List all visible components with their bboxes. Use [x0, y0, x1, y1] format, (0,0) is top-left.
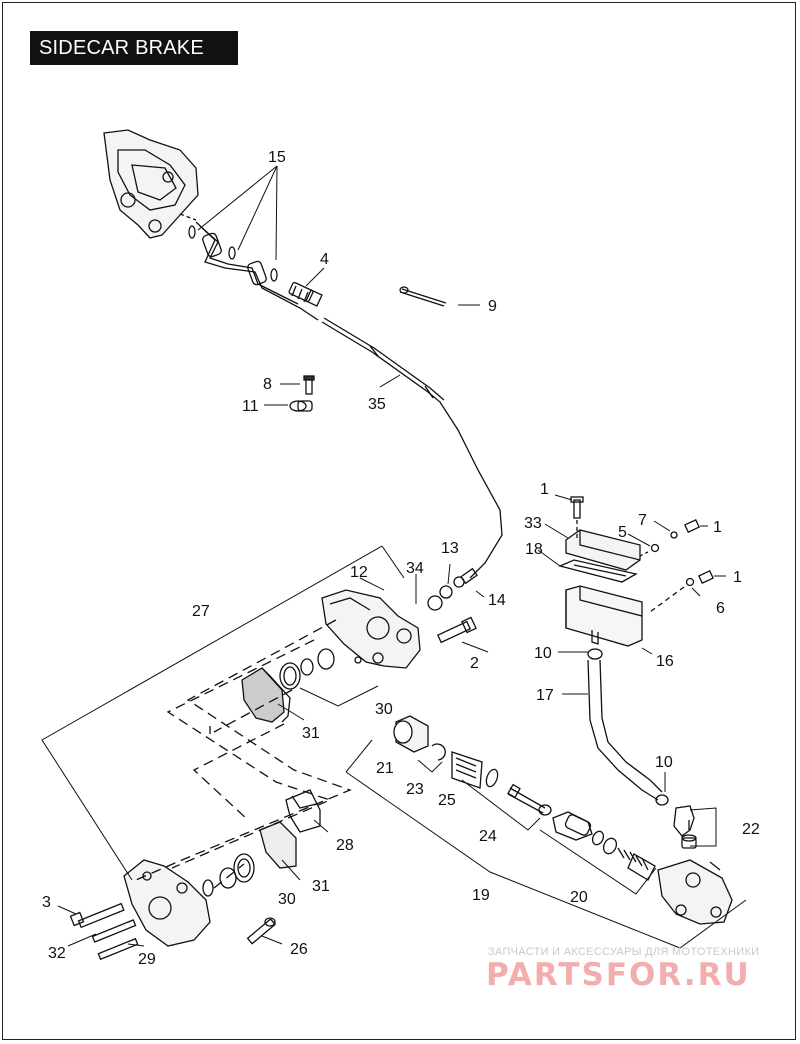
- group-brackets: [41, 545, 747, 949]
- pins: [69, 902, 139, 961]
- callout-30-upper: 30: [375, 701, 393, 718]
- callout-10-lower: 10: [655, 754, 673, 771]
- callout-10-upper: 10: [534, 645, 552, 662]
- callout-30-lower: 30: [278, 891, 296, 908]
- dashed-guides: [135, 619, 352, 889]
- callout-23: 23: [406, 781, 424, 798]
- master-cylinder-cover: [557, 496, 714, 647]
- callout-31-upper: 31: [302, 725, 320, 742]
- boot-25: [451, 751, 499, 789]
- pad-spring-28: [285, 789, 321, 833]
- callout-28: 28: [336, 837, 354, 854]
- callout-25: 25: [438, 792, 456, 809]
- callout-1-top: 1: [540, 481, 549, 498]
- master-cylinder-19: [657, 859, 733, 925]
- elbow-fitting-22: [673, 805, 697, 849]
- reservoir-hose-17: [587, 648, 669, 806]
- callout-21: 21: [376, 760, 394, 777]
- caliper-half-inner: [321, 589, 421, 669]
- bushing-21: [393, 715, 429, 753]
- callout-18: 18: [525, 541, 543, 558]
- retaining-ring-23: [431, 743, 446, 761]
- callout-24: 24: [479, 828, 497, 845]
- callout-3: 3: [42, 894, 51, 911]
- callout-11: 11: [242, 398, 259, 415]
- pushrod-24: [507, 783, 552, 816]
- callout-19: 19: [472, 887, 490, 904]
- watermark-brand: PARTSFOR.RU: [486, 957, 751, 993]
- leader-lines: [57, 165, 726, 947]
- callout-1-lower: 1: [733, 569, 742, 586]
- piston-assembly-20: [552, 811, 656, 881]
- callout-33: 33: [524, 515, 542, 532]
- brake-line-35: [321, 321, 503, 579]
- callout-labels: 15 4 9 8 11 35 1 33 7 1 5 18 1 6 13 34 1…: [42, 149, 760, 968]
- bleeder-rod-9: [399, 286, 447, 307]
- piston-seals-lower: [202, 853, 255, 897]
- bleeder-26: [246, 917, 276, 945]
- callout-14: 14: [488, 592, 506, 609]
- upper-caliper: [103, 129, 199, 239]
- callout-9: 9: [488, 298, 497, 315]
- clamp-11: [289, 400, 313, 412]
- callout-17: 17: [536, 687, 554, 704]
- callout-31-lower: 31: [312, 878, 330, 895]
- callout-15: 15: [268, 149, 286, 166]
- banjo-fitting-14: [427, 567, 478, 611]
- watermark-caption: ЗАПЧАСТИ И АКСЕССУАРЫ ДЛЯ МОТОТЕХНИКИ: [488, 946, 760, 958]
- callout-20: 20: [570, 889, 588, 906]
- brake-pad-31-lower: [259, 821, 297, 869]
- bolt-2: [436, 616, 477, 644]
- callout-12: 12: [350, 564, 368, 581]
- callout-16: 16: [656, 653, 674, 670]
- callout-2: 2: [470, 655, 479, 672]
- callout-29: 29: [138, 951, 156, 968]
- callout-8: 8: [263, 376, 272, 393]
- brake-line-upper: [188, 221, 323, 321]
- callout-26: 26: [290, 941, 308, 958]
- page-title: SIDECAR BRAKE: [30, 31, 238, 65]
- callout-35: 35: [368, 396, 386, 413]
- callout-32: 32: [48, 945, 66, 962]
- callout-27: 27: [192, 603, 210, 620]
- callout-13: 13: [441, 540, 459, 557]
- callout-4: 4: [320, 251, 329, 268]
- callout-5: 5: [618, 524, 627, 541]
- piston-seals-upper: [279, 648, 362, 690]
- callout-6: 6: [716, 600, 725, 617]
- callout-22: 22: [742, 821, 760, 838]
- screw-8: [303, 375, 315, 395]
- callout-7: 7: [638, 512, 647, 529]
- callout-34: 34: [406, 560, 424, 577]
- callout-1-mid: 1: [713, 519, 722, 536]
- caliper-half-outer: [123, 859, 211, 947]
- brake-pad-31-upper: [241, 667, 291, 723]
